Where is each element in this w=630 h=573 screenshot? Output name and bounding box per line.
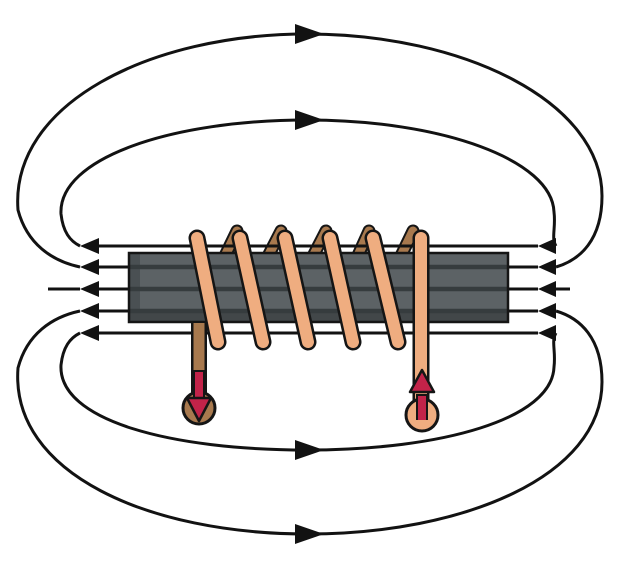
field-direction-arrow-right-bottom-inner <box>295 440 324 460</box>
field-arrowhead-left-row-1 <box>80 238 99 254</box>
field-loop-bottom-inner <box>59 331 558 452</box>
field-arrowhead-left-row-3 <box>80 281 99 297</box>
field-arrowhead-right-row-4 <box>538 303 556 319</box>
coil-turn-1 <box>191 232 224 348</box>
field-arrowhead-right-row-5 <box>538 325 556 341</box>
current-arrow-up-head <box>408 368 436 394</box>
coil-turn-4 <box>324 232 359 348</box>
field-direction-arrow-right-top-outer <box>295 24 324 44</box>
field-arrowhead-right-row-2 <box>538 259 556 275</box>
field-direction-arrow-right-top-inner <box>295 110 324 130</box>
field-direction-arrow-right-bottom-outer <box>295 524 324 544</box>
coil-turn-2 <box>234 232 269 348</box>
current-arrow-down-head <box>185 396 213 423</box>
field-loop-top-outer <box>16 32 604 269</box>
field-arrowhead-left-row-2 <box>80 259 99 275</box>
field-arrowhead-right-row-3 <box>538 281 556 297</box>
coil-turn-5 <box>367 232 404 348</box>
field-loop-top-inner <box>59 118 558 248</box>
field-arrowhead-left-row-4 <box>80 303 99 319</box>
field-arrowhead-right-row-1 <box>538 238 556 254</box>
coil-turn-3 <box>279 232 314 348</box>
field-arrowhead-left-row-5 <box>80 325 99 341</box>
iron-core-outline <box>127 251 510 324</box>
